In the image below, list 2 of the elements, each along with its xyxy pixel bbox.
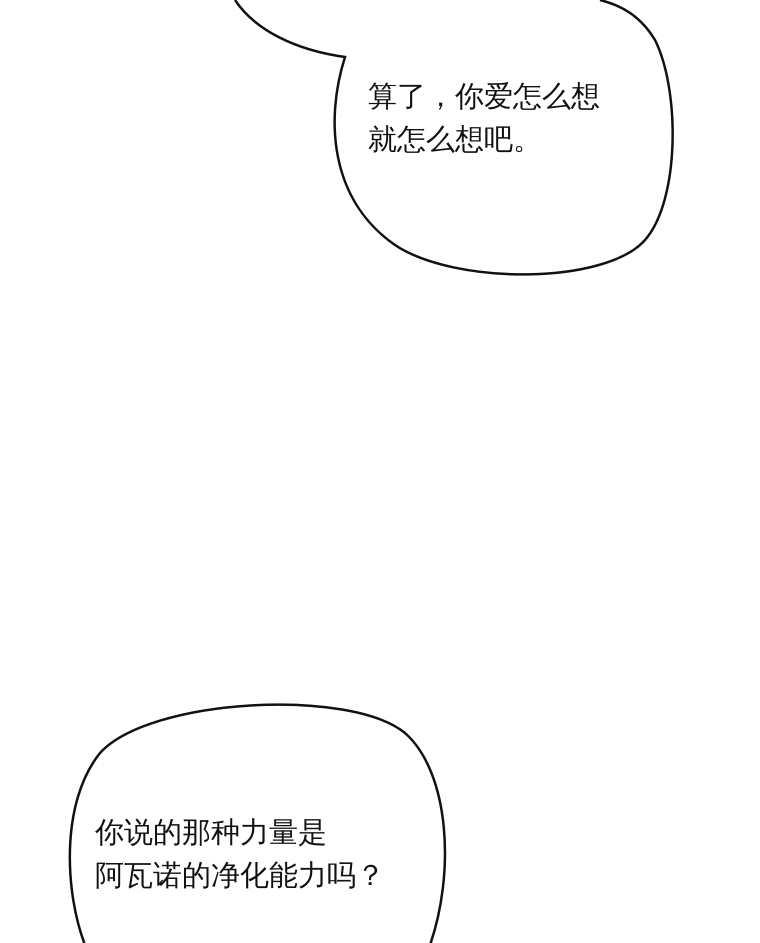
dialogue-text: 你说的那种力量是阿瓦诺的净化能力吗？ <box>95 814 385 894</box>
dialogue-text: 算了，你爱怎么想就怎么想吧。 <box>368 78 600 158</box>
